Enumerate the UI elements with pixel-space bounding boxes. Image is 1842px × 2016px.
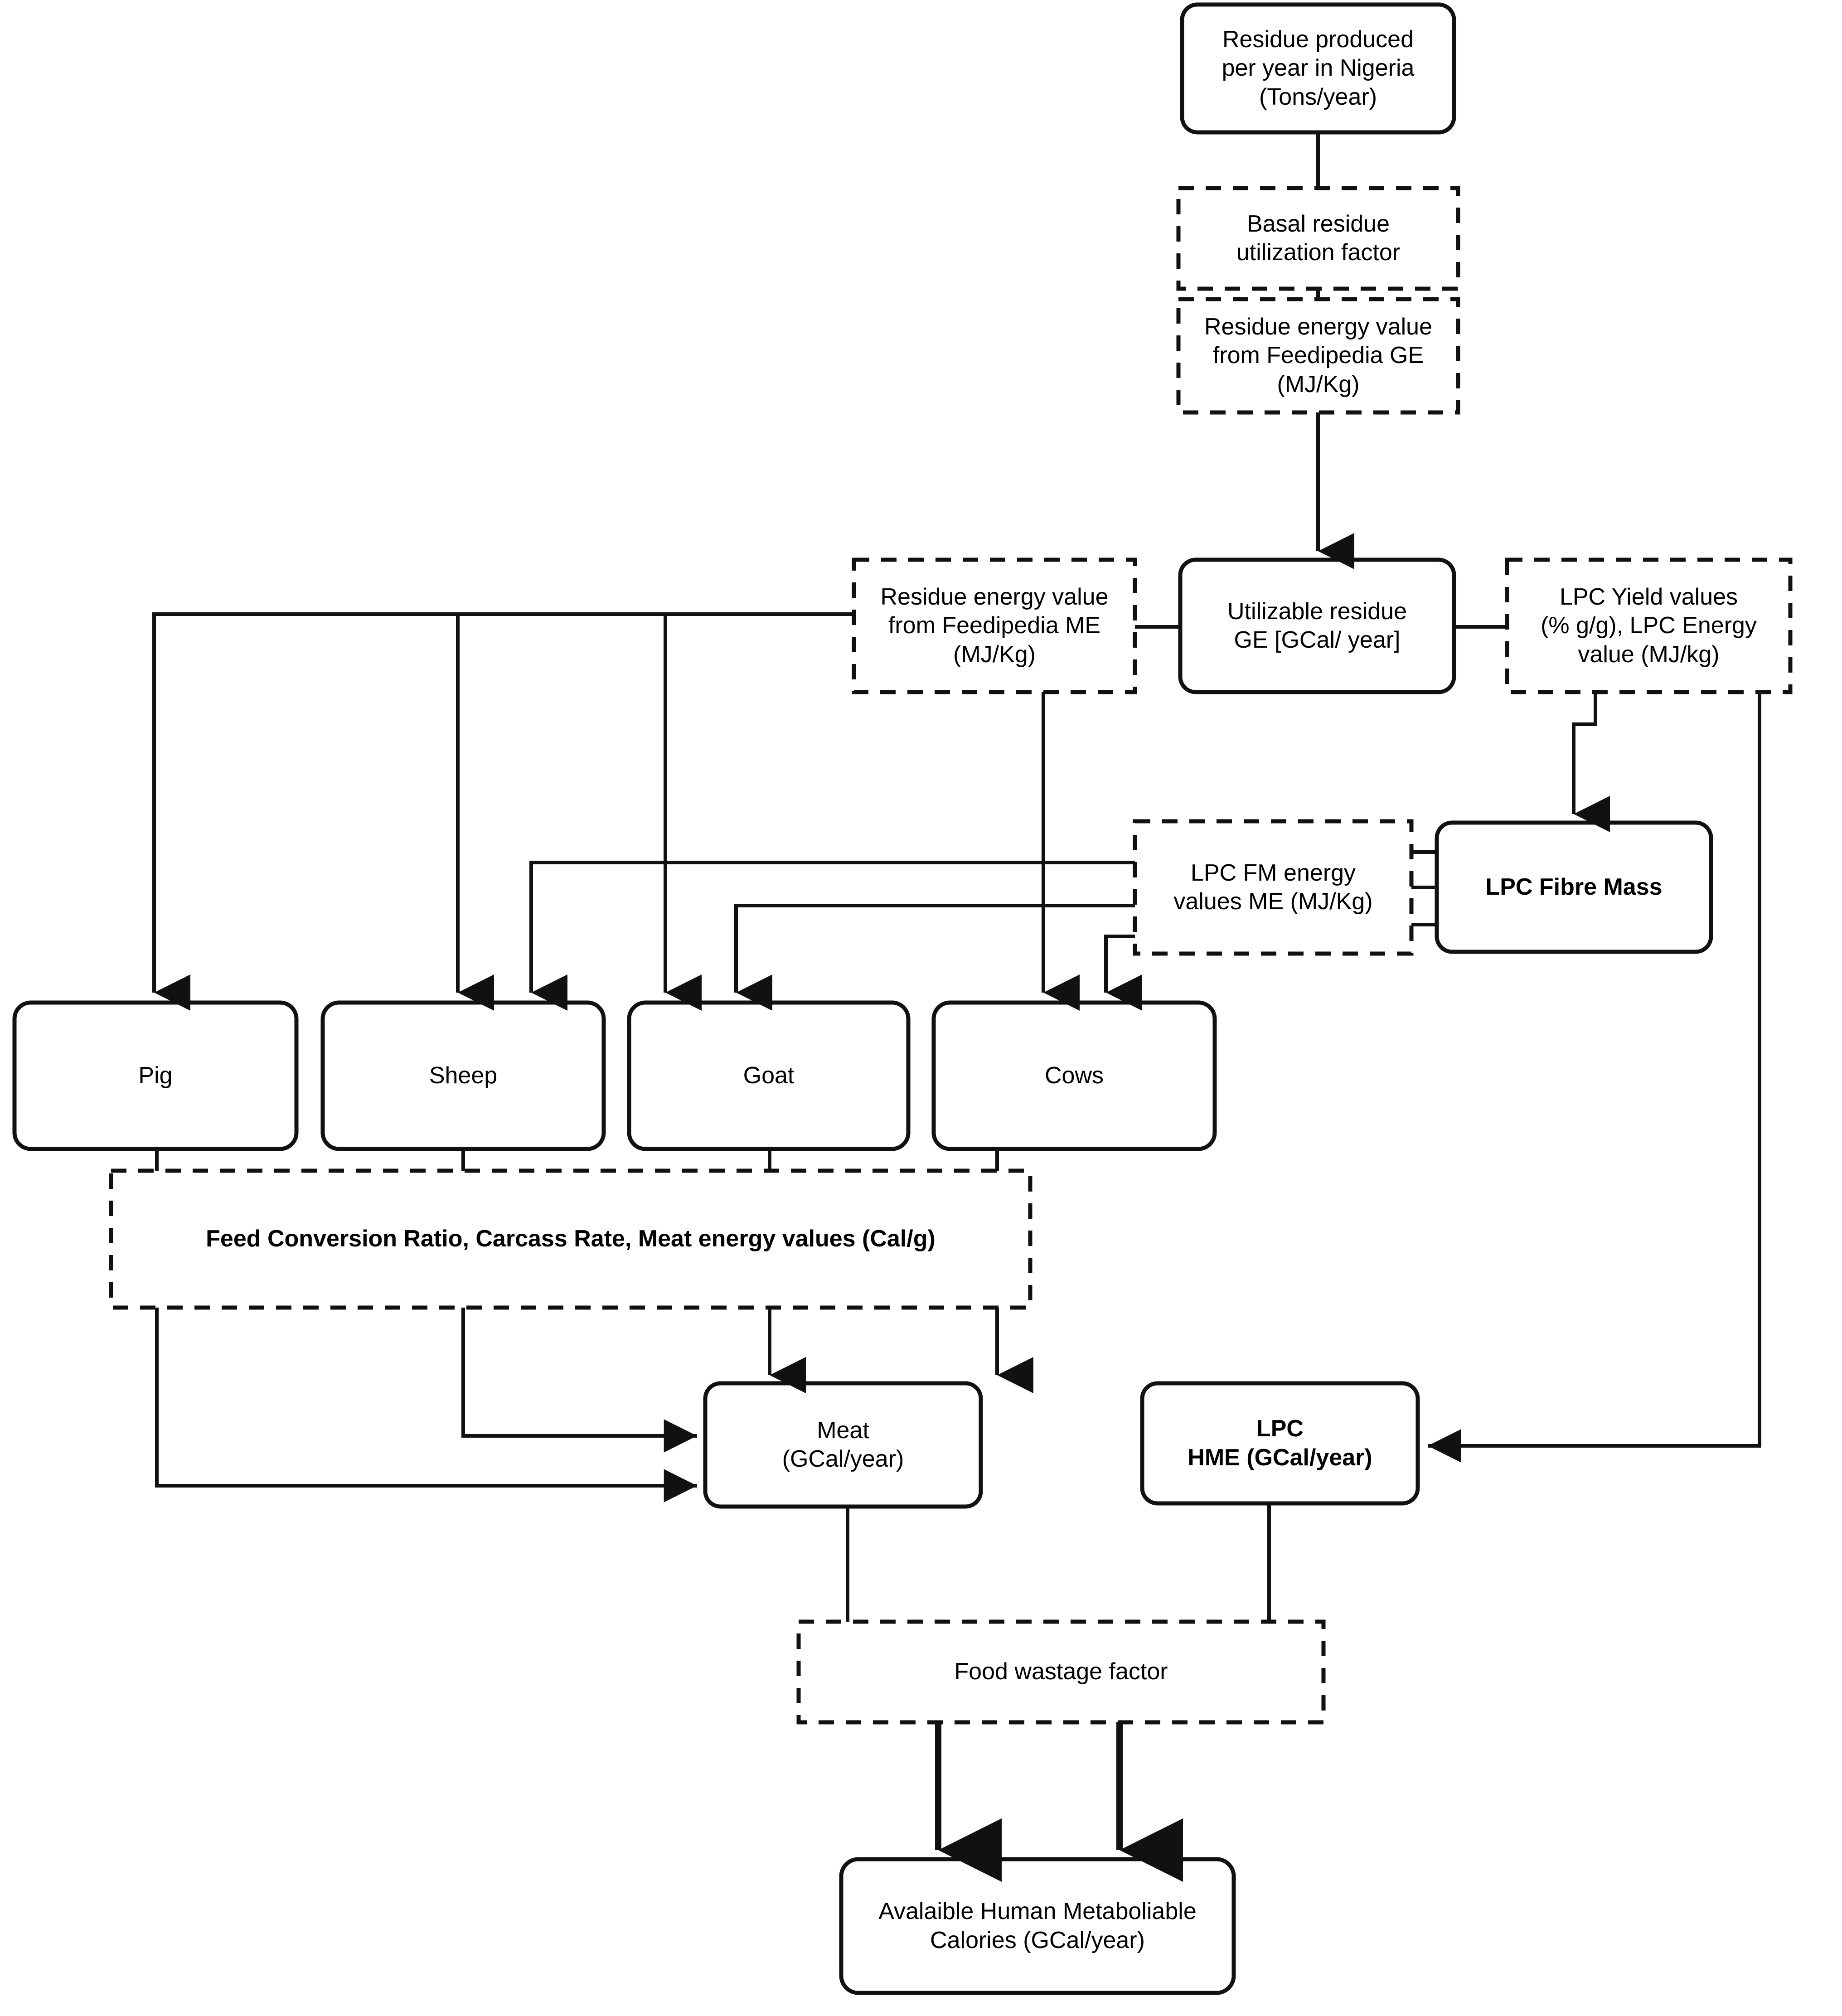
edges [152,132,1761,1882]
edge-lpcyield-to-hme [1428,692,1761,1463]
shape-sheep[interactable] [320,1000,606,1151]
edge-fm-to-sheep [529,861,1135,1011]
shape-basal-factor[interactable] [1176,186,1460,291]
node-shapes [12,2,1793,1995]
shape-residue-me[interactable] [852,557,1137,694]
shape-cows[interactable] [931,1000,1217,1151]
shape-goat[interactable] [627,1000,911,1151]
edge-fm-to-goat [734,904,1135,1011]
shape-food-wastage[interactable] [796,1619,1326,1725]
shape-pig[interactable] [12,1000,299,1151]
shape-lpc-yield[interactable] [1505,557,1793,694]
shape-residue-produced[interactable] [1180,2,1456,135]
shape-feed-conversion[interactable] [109,1168,1032,1310]
shape-residue-ge[interactable] [1176,297,1460,415]
edge-me-bus [152,612,854,1011]
shape-meat[interactable] [703,1381,983,1509]
shape-lpc-hme[interactable] [1140,1381,1420,1506]
shape-final-output[interactable] [839,1857,1236,1995]
edge-feed-to-meat-left-b [155,1308,697,1502]
shape-lpc-fibre-mass[interactable] [1435,820,1713,954]
edge-feed-to-meat-left-a [461,1308,697,1453]
edge-fm-to-cows [1104,935,1142,1011]
shape-lpc-fm-energy[interactable] [1133,819,1414,956]
edge-lpcyield-to-fibremass [1572,692,1610,832]
shape-utilizable-residue[interactable] [1178,557,1456,694]
